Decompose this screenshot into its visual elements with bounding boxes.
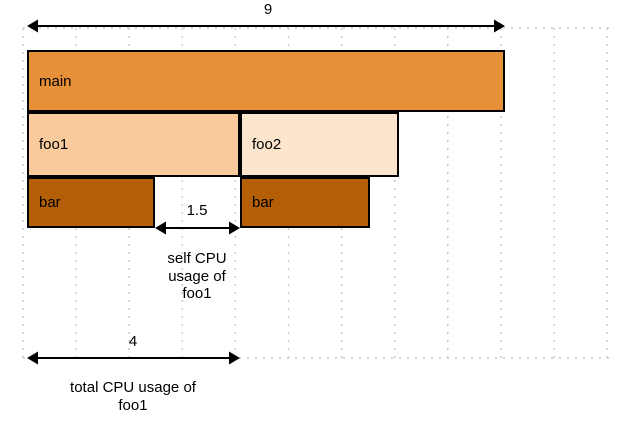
flame-frame-bar-right[interactable]: bar (240, 177, 370, 228)
measure-caption-self-foo1: self CPU usage of foo1 (167, 250, 227, 303)
flame-frame-label: foo1 (39, 136, 69, 153)
flame-frame-foo1[interactable]: foo1 (27, 112, 240, 177)
measure-caption-total-foo1: total CPU usage of foo1 (70, 379, 196, 414)
measure-arrow-total-main (27, 19, 505, 33)
measure-arrow-self-foo1 (155, 221, 240, 235)
measure-value-self-foo1: 1.5 (186, 202, 208, 219)
measure-value-total-main: 9 (263, 1, 273, 18)
flame-frame-label: main (39, 72, 72, 90)
flame-frame-label: bar (252, 194, 274, 211)
measure-value-total-foo1: 4 (128, 333, 138, 350)
flame-frame-foo2[interactable]: foo2 (240, 112, 399, 177)
measurement-arrows (27, 19, 505, 365)
flame-frame-bar-left[interactable]: bar (27, 177, 155, 228)
measure-arrow-total-foo1 (27, 351, 240, 365)
flame-frame-main[interactable]: main (27, 50, 505, 112)
flame-frame-label: foo2 (252, 136, 282, 153)
flame-frame-label: bar (39, 194, 61, 211)
